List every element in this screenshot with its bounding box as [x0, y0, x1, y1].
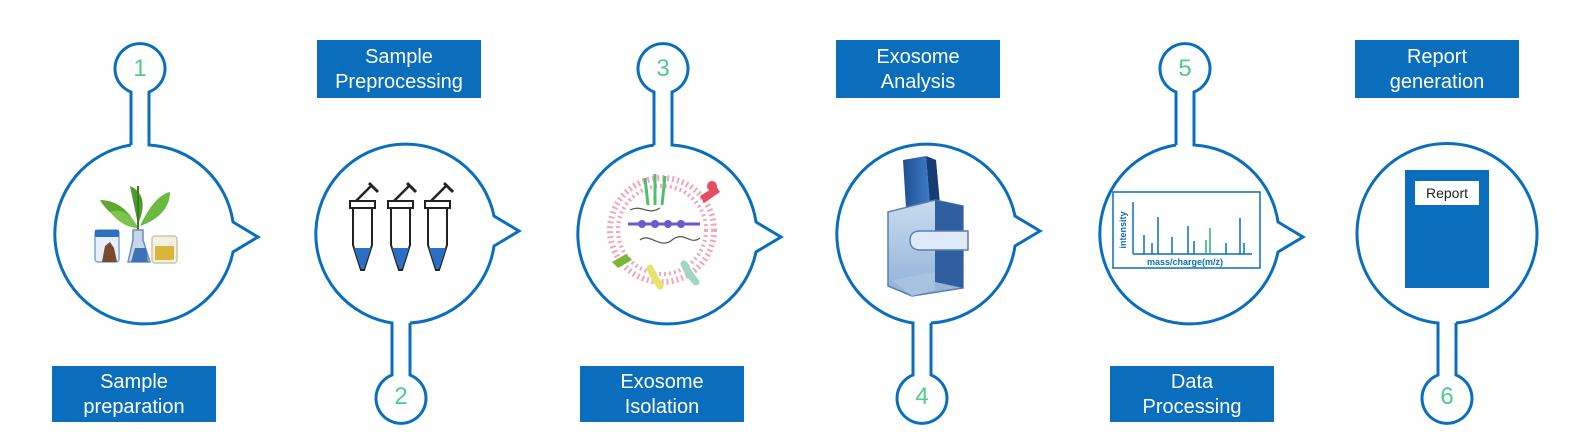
step-label-line-1: Sample [100, 371, 168, 393]
step-number: 4 [915, 383, 928, 410]
report-label: Report [1426, 185, 1468, 201]
step-label-line-2: Analysis [881, 71, 955, 93]
step-label-line-1: Sample [365, 46, 433, 68]
step-label-line-1: Data [1171, 371, 1214, 393]
step-number: 3 [656, 55, 669, 82]
mass-spectrum-icon: intensity mass/charge(m/z) [1112, 191, 1261, 269]
bubble-outline [53, 42, 261, 326]
bubble-outline [835, 142, 1043, 425]
bubble-outline [576, 42, 784, 326]
step-number: 2 [394, 383, 407, 410]
step-label-box [1110, 366, 1274, 422]
mass-spectrometer-icon [887, 156, 969, 297]
bubble-outline [1098, 42, 1306, 326]
report-document-icon: Report [1405, 170, 1489, 288]
step-1: 1 Sample preparation [52, 42, 261, 422]
step-label-line-1: Report [1407, 46, 1467, 68]
step-3: 3 Exosome Isolation [576, 42, 784, 422]
step-label-line-2: generation [1390, 71, 1485, 93]
step-label-box [1355, 40, 1519, 98]
step-label-line-2: Preprocessing [335, 71, 463, 93]
step-label-line-2: Processing [1143, 396, 1242, 418]
step-number: 6 [1440, 383, 1453, 410]
step-label-line-2: Isolation [625, 396, 700, 418]
microtubes-icon [349, 181, 455, 271]
step-4: 4 Exosome Analysis [835, 40, 1043, 425]
plant-sample-icon [94, 186, 178, 264]
step-5: 5 intensity mass/charge(m/z) Data Proces… [1098, 42, 1306, 422]
step-number: 1 [133, 55, 146, 82]
step-label-line-2: preparation [83, 396, 184, 418]
step-label-box [836, 40, 1000, 98]
exosome-vesicle-icon [607, 174, 720, 290]
step-number: 5 [1178, 55, 1191, 82]
step-label-line-1: Exosome [620, 371, 703, 393]
step-label-box [52, 366, 216, 422]
bubble-outline [314, 142, 522, 425]
step-label-line-1: Exosome [876, 46, 959, 68]
step-2: 2 Sa [314, 40, 522, 425]
spectrum-xlabel: mass/charge(m/z) [1147, 257, 1223, 267]
bubble-outline [1355, 141, 1539, 425]
step-label-box [580, 366, 744, 422]
step-label-box [317, 40, 481, 98]
step-6: 6 Report Report generation [1355, 40, 1539, 425]
spectrum-ylabel: intensity [1118, 211, 1128, 248]
